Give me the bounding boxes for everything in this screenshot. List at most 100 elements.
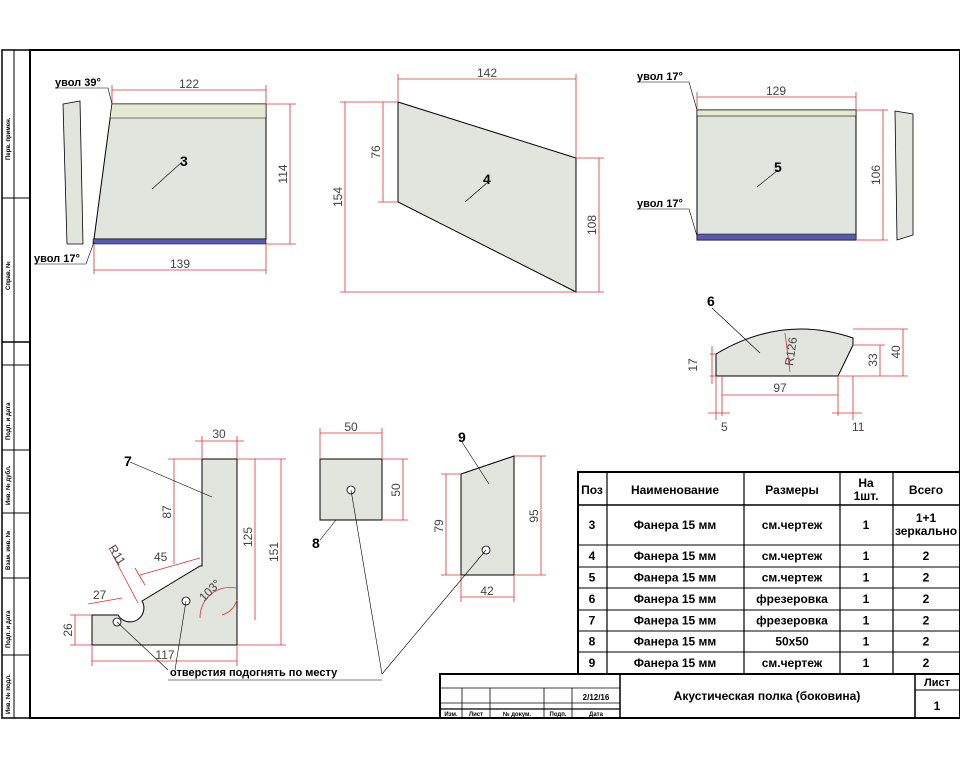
- part-5-dim-right: 106: [869, 165, 883, 185]
- part-6-radius: R126: [782, 336, 800, 367]
- part-4-dim-left-inner: 76: [369, 145, 383, 159]
- part-5-position: 5: [774, 159, 782, 175]
- part-5-angle-bottom: увол 17°: [637, 198, 683, 210]
- part-9-dim-right: 95: [527, 509, 541, 523]
- stamp-col-sign: Подп.: [550, 712, 567, 718]
- part-6: R126 17 33 40 97 5 11 6: [686, 293, 908, 434]
- table-cell-per-unit: 1: [863, 549, 870, 563]
- part-3-angle-bottom: увол 17°: [34, 253, 80, 265]
- table-cell-size: фрезеровка: [756, 592, 828, 606]
- table-cell-per-unit: 1: [863, 656, 870, 670]
- table-cell-name: Фанера 15 мм: [634, 635, 717, 649]
- holes-note: отверстия подогнять по месту: [116, 489, 487, 681]
- table-cell-name: Фанера 15 мм: [634, 614, 717, 628]
- part-3-dim-top: 122: [179, 77, 199, 91]
- table-cell-name: Фанера 15 мм: [634, 571, 717, 585]
- stamp-col-date: Дата: [589, 712, 604, 718]
- part-7-dim-top: 30: [212, 427, 226, 441]
- part-4-dim-right: 108: [585, 215, 599, 235]
- part-4-position: 4: [483, 171, 491, 187]
- part-6-dim-right-offset: 11: [852, 420, 865, 434]
- side-label-5: Взам. инв. №: [5, 530, 12, 570]
- part-9-dim-bottom: 42: [480, 584, 494, 598]
- side-label-4: Инв. № дубл.: [5, 465, 12, 505]
- table-cell-size: фрезеровка: [756, 614, 828, 628]
- side-label-7: Инв. № подл.: [5, 674, 12, 714]
- part-3-bottom-band: [92, 238, 267, 245]
- title-block: Изм. Лист № докум. Подп. Дата 2/12/16 Ак…: [439, 673, 960, 719]
- table-cell-per-unit: 1: [863, 571, 870, 585]
- part-4-face: [397, 101, 577, 293]
- part-4-dim-left-outer: 154: [331, 187, 345, 207]
- table-cell-pos: 7: [589, 614, 596, 628]
- table-cell-name: Фанера 15 мм: [634, 592, 717, 606]
- part-7: 30 87 125 151 R11 45 27 26 117 103° 7: [61, 427, 286, 666]
- side-label-1: Перв. примен.: [6, 117, 12, 160]
- table-cell-total: 2: [923, 635, 930, 649]
- table-cell-pos: 4: [589, 549, 596, 563]
- table-cell-per-unit: 1: [863, 592, 870, 606]
- stamp-col-change: Изм.: [444, 712, 458, 718]
- table-header-pos: Поз: [581, 483, 603, 497]
- part-7-dim-right-inner: 125: [241, 527, 255, 547]
- part-9-dim-left: 79: [432, 519, 446, 533]
- part-7-dim-45: 45: [154, 550, 168, 564]
- table-cell-per-unit: 1: [863, 635, 870, 649]
- part-7-dim-right-outer: 151: [267, 542, 281, 562]
- part-3-angle-top: увол 39°: [55, 77, 101, 89]
- table-header-size: Размеры: [765, 483, 818, 497]
- part-3-side-view: [62, 100, 84, 245]
- stamp-col-sheet: Лист: [469, 712, 483, 718]
- part-7-dim-left-vertical: 87: [160, 505, 174, 519]
- part-6-dim-left: 17: [686, 358, 700, 372]
- part-6-dim-bottom: 97: [773, 381, 787, 395]
- part-3: 122 114 139 увол 39° увол 17° 3: [34, 77, 296, 274]
- table-cell-pos: 9: [589, 656, 596, 670]
- part-6-dim-right-inner: 33: [866, 353, 880, 367]
- part-5-top-band: [696, 109, 857, 117]
- part-9-face: [460, 455, 515, 576]
- stamp-date: 2/12/16: [583, 693, 610, 702]
- side-label-2: Справ. №: [5, 261, 12, 290]
- part-5-angle-top: увол 17°: [637, 71, 683, 83]
- table-cell-per-unit: 1: [863, 614, 870, 628]
- part-8: 50 50 8: [312, 420, 408, 551]
- part-6-face: [715, 328, 854, 377]
- table-cell-size: см.чертеж: [762, 518, 823, 532]
- table-cell-size: см.чертеж: [762, 656, 823, 670]
- part-4-dim-top: 142: [477, 66, 497, 80]
- table-cell-per-unit: 1: [863, 518, 870, 532]
- part-5-side-view: [894, 110, 914, 241]
- table-cell-total: 2: [923, 549, 930, 563]
- side-label-6: Подп. и дата: [6, 610, 12, 648]
- table-cell-total: 2: [923, 571, 930, 585]
- table-cell-total: 2: [923, 592, 930, 606]
- part-5-bottom-band: [696, 233, 857, 241]
- part-7-position: 7: [124, 453, 132, 469]
- part-8-dim-top: 50: [344, 420, 358, 434]
- part-6-dim-right-outer: 40: [889, 345, 903, 359]
- part-7-face: [91, 458, 238, 646]
- part-5-face: [696, 109, 857, 241]
- part-3-dim-right: 114: [276, 164, 290, 183]
- table-cell-pos: 5: [589, 571, 596, 585]
- part-8-position: 8: [312, 535, 320, 551]
- part-3-face: [93, 103, 267, 240]
- table-cell-name: Фанера 15 мм: [634, 518, 717, 532]
- part-3-position: 3: [180, 153, 188, 169]
- part-4: 142 154 76 108 4: [331, 66, 604, 293]
- part-5: 129 106 увол 17° увол 17° 5: [637, 71, 914, 241]
- part-6-position: 6: [707, 293, 715, 309]
- table-cell-name: Фанера 15 мм: [634, 549, 717, 563]
- part-7-dim-27: 27: [93, 588, 107, 602]
